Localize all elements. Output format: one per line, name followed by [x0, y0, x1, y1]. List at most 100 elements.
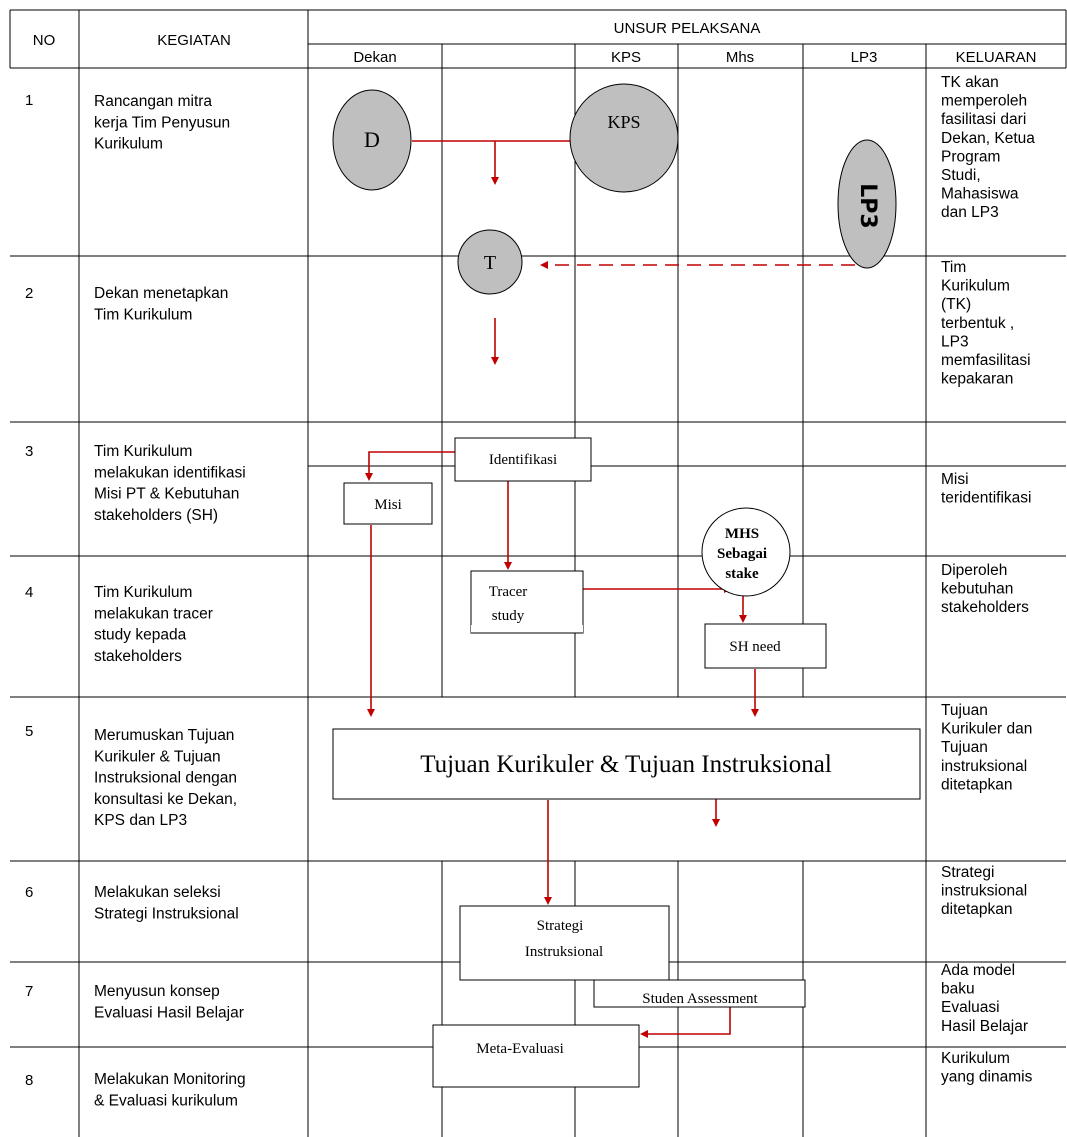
header-col-dekan: Dekan — [353, 49, 396, 66]
arrow-assessment-to-meta — [640, 1007, 731, 1038]
tim-node — [457, 229, 523, 295]
studen-assessment-label: Studen Assessment — [642, 991, 758, 1007]
row-6-keluaran-line: Strategi — [941, 864, 994, 881]
header-kegiatan: KEGIATAN — [157, 32, 231, 49]
kps-node-label: KPS — [607, 112, 640, 132]
mhs-label-1: MHS — [725, 526, 759, 542]
row-2-kegiatan-line: Tim Kurikulum — [94, 306, 192, 323]
header-col-kps: KPS — [611, 49, 641, 66]
misi-box — [343, 482, 433, 525]
row-4-no: 4 — [25, 584, 33, 601]
row-4-kegiatan-line: Tim Kurikulum — [94, 584, 192, 601]
strategi-label-1: Strategi — [537, 918, 584, 934]
row-1-keluaran-line: Program — [941, 148, 1000, 165]
dekan-node — [332, 89, 412, 191]
sh-need-box — [704, 623, 827, 669]
arrow-identifikasi-to-misi — [365, 451, 455, 481]
row-4-kegiatan-line: melakukan tracer — [94, 605, 213, 622]
row-5-kegiatan-line: konsultasi ke Dekan, — [94, 791, 237, 808]
row-5-keluaran-line: Tujuan — [941, 739, 988, 756]
strategi-box — [459, 905, 670, 981]
mhs-label-2: Sebagai — [717, 546, 767, 562]
row-4-kegiatan-line: study kepada — [94, 627, 187, 644]
row-3-keluaran-line: Misi — [941, 471, 969, 488]
tracer-label-1: Tracer — [489, 584, 528, 600]
row-6-kegiatan-line: Melakukan seleksi — [94, 884, 221, 901]
row-1-kegiatan-line: Kurikulum — [94, 136, 163, 153]
header-col-mhs: Mhs — [726, 49, 754, 66]
strategi-label-2: Instruksional — [525, 944, 603, 960]
row-6-kegiatan-line: Strategi Instruksional — [94, 905, 239, 922]
lp3-node-label: LP3 — [855, 183, 880, 228]
tujuan-label: Tujuan Kurikuler & Tujuan Instruksional — [420, 751, 832, 778]
nodes: D KPS LP3 T Identifikasi Misi Tracer stu… — [332, 83, 921, 1088]
header-col-lp3: LP3 — [851, 49, 878, 66]
row-5-kegiatan-line: Kurikuler & Tujuan — [94, 748, 221, 765]
row-8-no: 8 — [25, 1072, 33, 1089]
row-6-no: 6 — [25, 884, 33, 901]
row-5-keluaran-line: instruksional — [941, 758, 1027, 775]
row-4-keluaran-line: Diperoleh — [941, 562, 1007, 579]
row-7-keluaran-line: baku — [941, 981, 975, 998]
header-col-keluaran: KELUARAN — [956, 49, 1037, 66]
row-5-keluaran-line: ditetapkan — [941, 776, 1013, 793]
meta-evaluasi-box — [432, 1024, 640, 1088]
row-6-keluaran-line: ditetapkan — [941, 901, 1013, 918]
row-8-keluaran-line: yang dinamis — [941, 1069, 1033, 1086]
row-6-keluaran-line: instruksional — [941, 883, 1027, 900]
row-7-kegiatan-line: Menyusun konsep — [94, 983, 220, 1000]
row-1-kegiatan-line: kerja Tim Penyusun — [94, 114, 230, 131]
tujuan-box — [332, 728, 921, 800]
row-2-kegiatan-line: Dekan menetapkan — [94, 285, 228, 302]
meta-evaluasi-label: Meta-Evaluasi — [476, 1041, 563, 1057]
identifikasi-label: Identifikasi — [489, 452, 557, 468]
row-8-keluaran-line: Kurikulum — [941, 1050, 1010, 1067]
row-5-kegiatan-line: Instruksional dengan — [94, 770, 237, 787]
misi-label: Misi — [374, 497, 402, 513]
row-5-no: 5 — [25, 723, 33, 740]
mhs-label-3: stake — [725, 566, 759, 582]
row-1-keluaran-line: TK akan — [941, 74, 999, 91]
row-2-no: 2 — [25, 285, 33, 302]
row-2-keluaran-line: Tim — [941, 259, 966, 276]
mhs-stakeholder-node — [701, 507, 791, 597]
row-3-kegiatan-line: stakeholders (SH) — [94, 507, 218, 524]
row-7-no: 7 — [25, 983, 33, 1000]
row-7-keluaran-line: Ada model — [941, 962, 1015, 979]
row-4-keluaran-line: stakeholders — [941, 599, 1029, 616]
dekan-node-label: D — [364, 127, 380, 152]
row-2-keluaran-line: (TK) — [941, 296, 971, 313]
row-1-no: 1 — [25, 92, 33, 109]
identifikasi-box — [454, 437, 592, 482]
row-1-keluaran-line: Mahasiswa — [941, 186, 1019, 203]
row-3-kegiatan-line: melakukan identifikasi — [94, 464, 246, 481]
tracer-label-2: study — [492, 608, 525, 624]
row-1-keluaran-line: Studi, — [941, 167, 981, 184]
kps-node — [569, 83, 679, 193]
row-1-keluaran-line: Dekan, Ketua — [941, 130, 1035, 147]
row-2-keluaran-line: LP3 — [941, 333, 969, 350]
table-body: 1 Rancangan mitra kerja Tim PenyusunKuriku… — [25, 74, 1035, 1109]
tracer-study-box — [470, 570, 584, 634]
row-5-kegiatan-line: Merumuskan Tujuan — [94, 727, 234, 744]
row-2-keluaran-line: kepakaran — [941, 371, 1013, 388]
studen-assessment-box — [593, 979, 806, 1008]
row-2-keluaran-line: memfasilitasi — [941, 352, 1031, 369]
row-4-keluaran-line: kebutuhan — [941, 581, 1013, 598]
row-5-kegiatan-line: KPS dan LP3 — [94, 812, 187, 829]
row-1-keluaran-line: dan LP3 — [941, 204, 999, 221]
row-1-keluaran-line: fasilitasi dari — [941, 111, 1026, 128]
row-1-kegiatan-line: Rancangan mitra — [94, 93, 212, 110]
row-8-kegiatan-line: & Evaluasi kurikulum — [94, 1092, 238, 1109]
row-8-kegiatan-line: Melakukan Monitoring — [94, 1071, 246, 1088]
row-3-keluaran-line: teridentifikasi — [941, 490, 1031, 507]
row-5-keluaran-line: Tujuan — [941, 702, 988, 719]
row-7-keluaran-line: Hasil Belajar — [941, 1018, 1028, 1035]
row-5-keluaran-line: Kurikuler dan — [941, 721, 1032, 738]
row-3-no: 3 — [25, 443, 33, 460]
row-7-kegiatan-line: Evaluasi Hasil Belajar — [94, 1004, 244, 1021]
table-header: NO KEGIATAN UNSUR PELAKSANA Dekan KPS Mh… — [33, 20, 1037, 66]
lp3-node — [837, 139, 897, 269]
